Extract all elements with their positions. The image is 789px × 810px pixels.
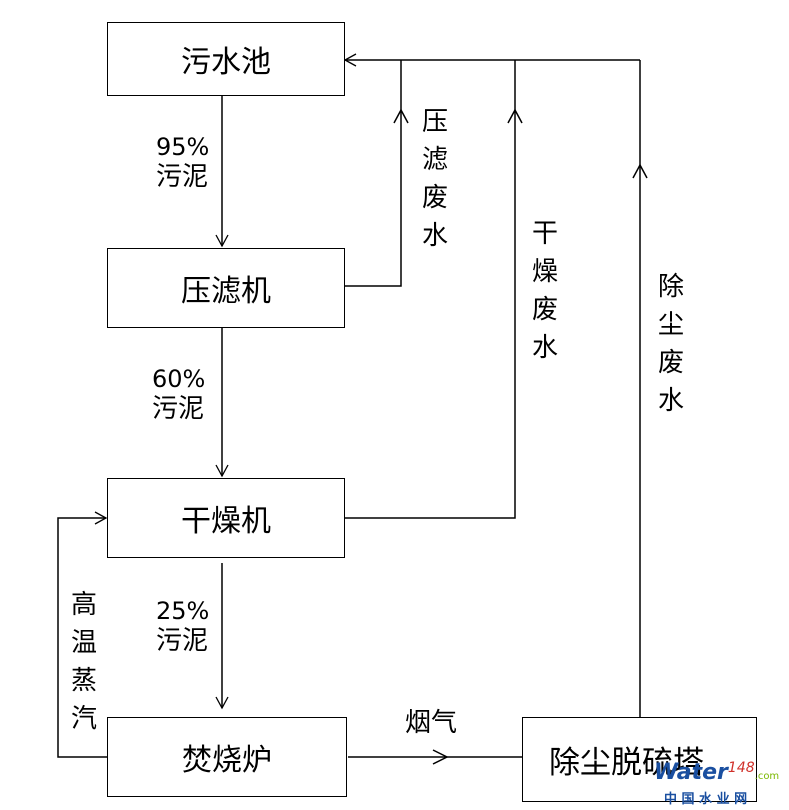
filter-wastewater-char: 水: [421, 221, 448, 251]
line-filter-wastewater: [345, 60, 402, 287]
sludge-60-percent: 60%: [152, 365, 206, 393]
watermark-site-cn: 中 国 水 业 网: [664, 792, 748, 807]
watermark-number: 148: [727, 760, 755, 776]
sludge-25-label: 25% 污泥: [156, 597, 209, 657]
filter-press-label: 压滤机: [181, 274, 271, 309]
watermark-brand: Water: [654, 760, 728, 785]
desulfurization-tower-box: 除尘脱硫塔: [522, 717, 757, 802]
sludge-95-text: 污泥: [156, 161, 209, 192]
sludge-95-percent: 95%: [156, 133, 210, 161]
sludge-60-label: 60% 污泥: [152, 365, 205, 425]
sludge-60-text: 污泥: [152, 393, 205, 424]
dust-wastewater-char: 水: [657, 386, 684, 416]
drying-wastewater-label: 干 燥 废 水: [530, 215, 560, 367]
dust-wastewater-char: 除: [657, 272, 684, 302]
desulfurization-tower-label: 除尘脱硫塔: [549, 745, 704, 781]
dryer-box: 干燥机: [107, 478, 345, 558]
high-temp-steam-char: 蒸: [70, 666, 97, 696]
sludge-25-text: 污泥: [156, 625, 209, 656]
filter-wastewater-label: 压 滤 废 水: [420, 103, 450, 255]
filter-wastewater-char: 滤: [421, 145, 448, 175]
drying-wastewater-char: 水: [531, 333, 558, 363]
dust-wastewater-char: 尘: [657, 310, 684, 340]
high-temp-steam-label: 高 温 蒸 汽: [69, 586, 99, 738]
line-steam: [57, 511, 108, 758]
drying-wastewater-char: 废: [531, 295, 558, 325]
filter-wastewater-char: 废: [421, 183, 448, 213]
sewage-pool-label: 污水池: [181, 45, 271, 80]
dust-wastewater-label: 除 尘 废 水: [656, 268, 686, 420]
watermark-logo: Water148.com: [654, 760, 779, 785]
incinerator-label: 焚烧炉: [182, 743, 272, 778]
sludge-95-label: 95% 污泥: [156, 133, 209, 193]
high-temp-steam-char: 高: [70, 590, 97, 620]
flue-gas-label: 烟气: [405, 708, 458, 738]
sewage-pool-box: 污水池: [107, 22, 345, 96]
filter-wastewater-char: 压: [421, 107, 448, 137]
line-drying-wastewater: [345, 60, 516, 519]
dust-wastewater-char: 废: [657, 348, 684, 378]
drying-wastewater-char: 燥: [531, 257, 558, 287]
drying-wastewater-char: 干: [531, 219, 558, 249]
watermark-tld: .com: [754, 771, 780, 782]
high-temp-steam-char: 温: [70, 628, 97, 658]
sludge-25-percent: 25%: [156, 597, 210, 625]
filter-press-box: 压滤机: [107, 248, 345, 328]
dryer-label: 干燥机: [181, 504, 271, 539]
high-temp-steam-char: 汽: [70, 704, 97, 734]
incinerator-box: 焚烧炉: [107, 717, 347, 797]
